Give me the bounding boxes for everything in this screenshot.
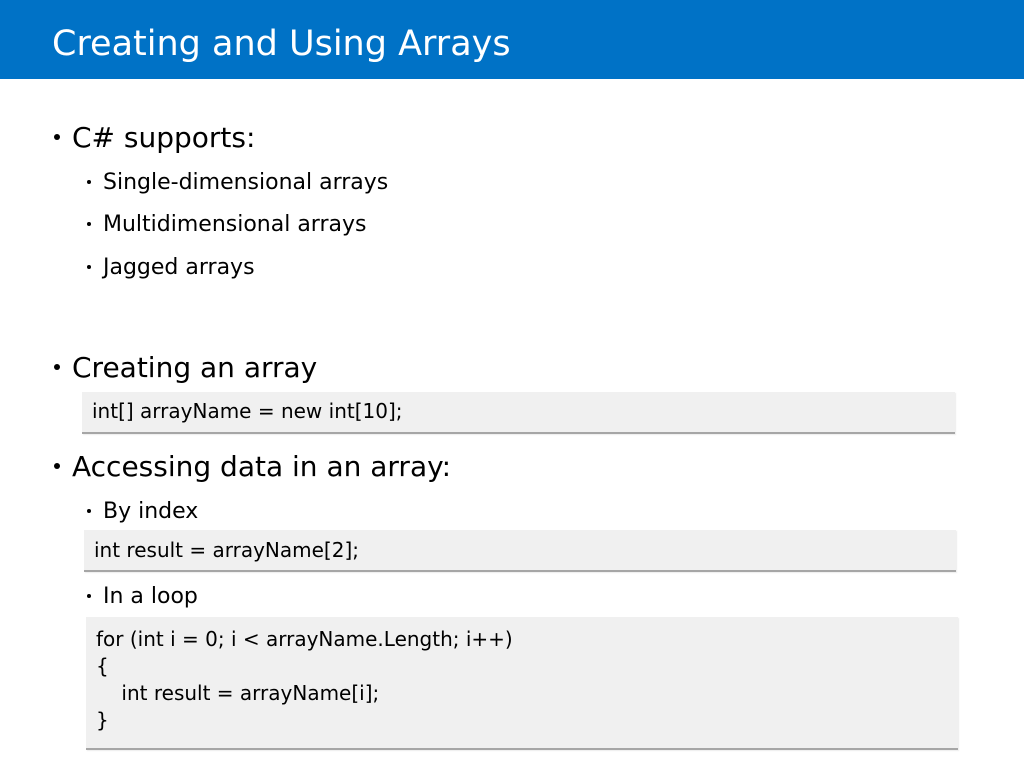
sub-bullet-text: By index <box>103 499 199 524</box>
code-line: } <box>96 708 109 732</box>
sub-bullet-jagged: Jagged arrays <box>87 253 255 283</box>
code-block-loop: for (int i = 0; i < arrayName.Length; i+… <box>86 617 958 750</box>
bullet-dot <box>54 463 60 469</box>
sub-bullet-text: In a loop <box>103 584 198 609</box>
code-line: { <box>96 654 109 678</box>
sub-bullet-in-loop: In a loop <box>87 582 198 612</box>
bullet-dot <box>54 364 60 370</box>
bullet-text: Accessing data in an array: <box>72 450 452 483</box>
sub-bullet-single-dimensional: Single-dimensional arrays <box>87 168 389 198</box>
sub-bullet-text: Jagged arrays <box>103 255 255 280</box>
bullet-text: Creating an array <box>72 351 318 384</box>
bullet-csharp-supports: C# supports: <box>54 120 256 156</box>
code-line: for (int i = 0; i < arrayName.Length; i+… <box>96 627 513 651</box>
sub-bullet-dot <box>87 265 91 269</box>
title-bar: Creating and Using Arrays <box>0 0 1024 79</box>
code-block-create-array: int[] arrayName = new int[10]; <box>82 392 955 434</box>
code-block-index-access: int result = arrayName[2]; <box>84 530 956 572</box>
code-line: int[] arrayName = new int[10]; <box>92 399 403 423</box>
sub-bullet-dot <box>87 509 91 513</box>
sub-bullet-text: Single-dimensional arrays <box>103 170 389 195</box>
bullet-dot <box>54 134 60 140</box>
sub-bullet-text: Multidimensional arrays <box>103 212 367 237</box>
sub-bullet-dot <box>87 594 91 598</box>
sub-bullet-dot <box>87 180 91 184</box>
sub-bullet-multidimensional: Multidimensional arrays <box>87 210 367 240</box>
bullet-creating-array: Creating an array <box>54 350 318 386</box>
code-line: int result = arrayName[2]; <box>94 538 359 562</box>
slide-title: Creating and Using Arrays <box>52 24 511 64</box>
bullet-text: C# supports: <box>72 121 256 154</box>
bullet-accessing-data: Accessing data in an array: <box>54 449 452 485</box>
code-line: int result = arrayName[i]; <box>96 681 380 705</box>
sub-bullet-by-index: By index <box>87 497 199 527</box>
sub-bullet-dot <box>87 222 91 226</box>
